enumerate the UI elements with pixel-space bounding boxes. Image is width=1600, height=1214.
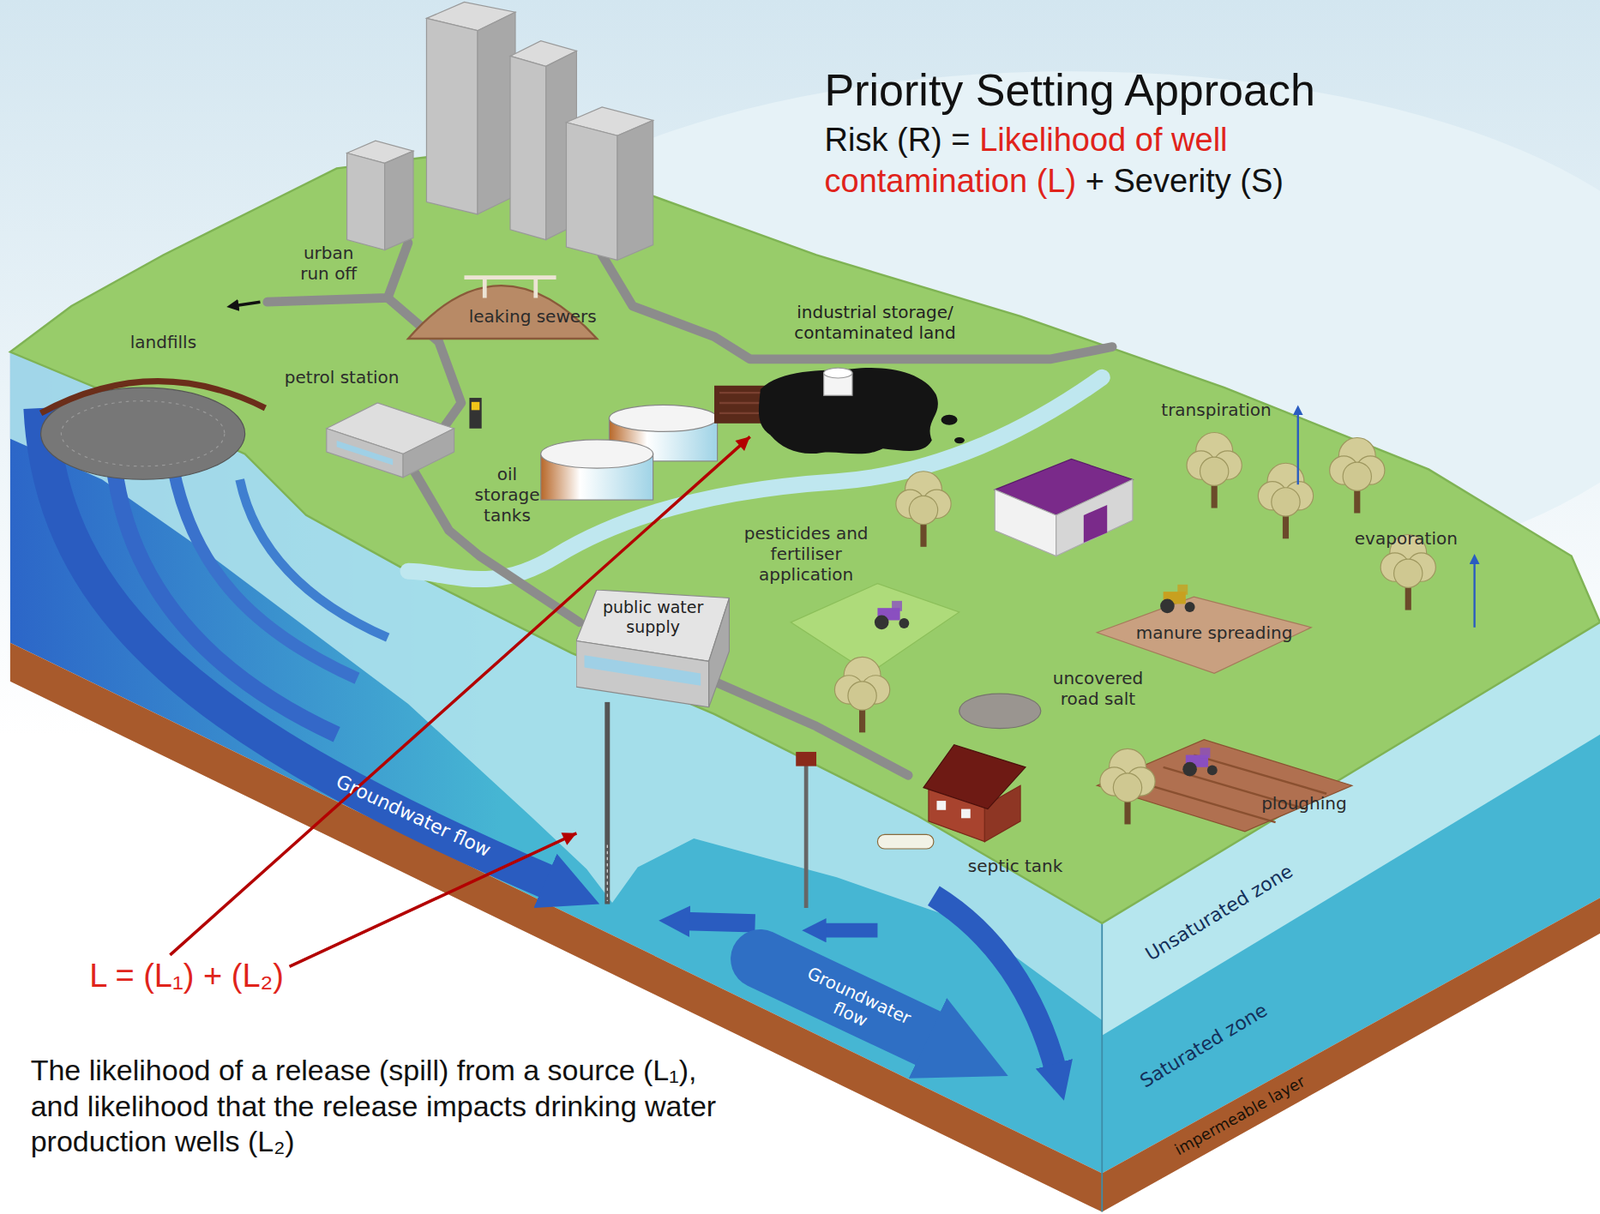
building-side <box>709 597 730 707</box>
landfill-texture <box>60 401 224 467</box>
building-windows <box>584 655 702 686</box>
spill-blot <box>758 367 939 454</box>
petrol-station-front <box>326 428 404 478</box>
road <box>267 242 409 302</box>
pointer-arrow <box>169 436 750 956</box>
process-label: evaporation <box>1354 528 1458 549</box>
flow-arrow <box>683 920 755 923</box>
tree <box>834 656 890 733</box>
well-screen <box>607 844 608 901</box>
tractor <box>1160 584 1195 614</box>
process-label: transpiration <box>1160 399 1271 421</box>
private-well <box>804 764 809 909</box>
runoff-arrow <box>232 301 260 307</box>
zone-label: impermeable layer <box>1171 1071 1308 1159</box>
node-text: public water supply <box>576 589 730 638</box>
header-block: Priority Setting ApproachRisk (R) =Likel… <box>824 63 1374 202</box>
source-label: petrol station <box>284 366 400 388</box>
tower-side <box>617 120 654 260</box>
source-label: leaking sewers <box>469 306 597 327</box>
ground-surface <box>10 152 1600 923</box>
oil-tank-top <box>608 404 717 432</box>
road-salt-pile <box>959 693 1041 728</box>
risk-formula: Risk (R) =Likelihood of well contaminati… <box>824 120 1374 202</box>
contaminated-land-site: industrial storage/ contaminated land <box>750 297 1001 461</box>
oil-tank-top <box>541 439 654 469</box>
tractor <box>874 601 909 630</box>
tree <box>1257 463 1313 539</box>
barn-front <box>994 489 1056 556</box>
barn-side <box>1056 479 1133 556</box>
source-label: ploughing <box>1261 793 1347 814</box>
flow-label: Groundwater flow <box>332 770 495 863</box>
tower-front <box>426 18 478 214</box>
tower-front <box>565 122 618 261</box>
tower-side <box>384 150 414 250</box>
house-roof <box>923 745 1026 810</box>
source-label: manure spreading <box>1136 622 1294 644</box>
fuel-pump-display <box>471 402 481 411</box>
node-text: industrial storage/ contaminated land <box>750 297 1001 343</box>
tower-front <box>510 55 547 240</box>
building-front <box>576 640 710 707</box>
sewer-pipes <box>463 277 556 299</box>
septic-tank <box>877 834 933 849</box>
tower-side <box>477 12 516 215</box>
production-well <box>605 702 611 905</box>
petrol-station-window <box>336 440 393 466</box>
spill-splash <box>940 415 957 426</box>
evaporation-arrow <box>1473 559 1475 628</box>
source-label: urban run off <box>290 242 367 284</box>
crop-field <box>790 583 959 674</box>
source-label: landfills <box>130 331 197 353</box>
caption-note: The likelihood of a release (spill) from… <box>30 1052 752 1160</box>
formula-text: Risk (R) = <box>824 121 971 158</box>
tree <box>896 471 951 548</box>
well-head <box>795 751 817 767</box>
storage-tank-top <box>823 368 852 379</box>
tree <box>1329 437 1385 513</box>
landfill-liner <box>41 381 266 414</box>
ploughed-field <box>1096 739 1353 832</box>
transpiration-arrow <box>1297 409 1300 485</box>
source-label: septic tank <box>968 855 1064 877</box>
tree <box>1186 433 1242 509</box>
node-text: L = (L₁) + (L₂) <box>84 955 290 997</box>
barn-door <box>1083 505 1107 543</box>
fuel-pump <box>469 397 482 429</box>
source-label: uncovered road salt <box>1041 667 1155 710</box>
road <box>601 254 1113 359</box>
sewer-dome <box>408 285 597 339</box>
roads <box>267 242 1113 776</box>
manure-field <box>1096 596 1312 674</box>
house-window <box>936 800 946 811</box>
source-label: pesticides and fertiliser application <box>737 523 876 585</box>
flow-label: Groundwater flow <box>788 959 922 1051</box>
petrol-station-side <box>403 428 455 478</box>
formula-text: + Severity (S) <box>1085 162 1284 199</box>
tractor <box>1182 747 1217 776</box>
block-edge <box>1100 923 1103 1213</box>
pointer-arrow <box>289 833 578 968</box>
spill-splash <box>954 438 965 445</box>
zone-label: Unsaturated zone <box>1141 860 1297 966</box>
likelihood-formula: L = (L₁) + (L₂) <box>84 955 290 1002</box>
diagram-title: Priority Setting Approach <box>824 63 1374 117</box>
source-label: oil storage tanks <box>471 463 543 526</box>
river <box>408 377 1102 579</box>
house-window <box>961 809 971 819</box>
public-water-supply-building: public water supply <box>576 589 730 909</box>
flow-arrow <box>821 923 878 939</box>
tower-front <box>347 152 385 250</box>
node-outline <box>576 589 730 909</box>
zone-label: Saturated zone <box>1136 998 1272 1093</box>
tree <box>1100 748 1155 825</box>
